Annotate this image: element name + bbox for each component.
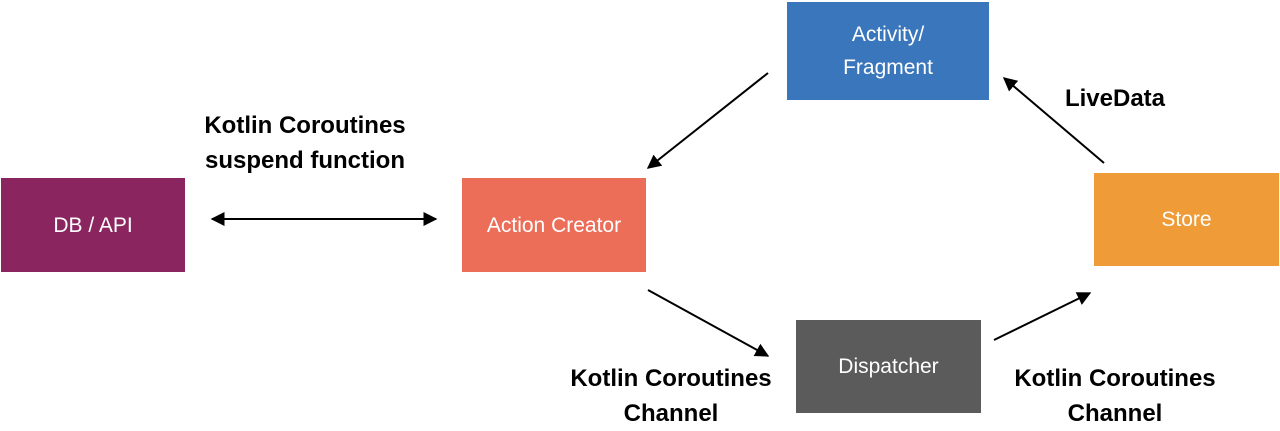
- activity-fragment-node: Activity/ Fragment: [787, 2, 989, 100]
- arrow-dispatcher-to-store: [993, 292, 1092, 341]
- action-creator-node: Action Creator: [462, 178, 646, 272]
- arrow-store-to-activity: [1002, 77, 1105, 164]
- suspend-function-edge-label: Kotlin Coroutines suspend function: [204, 112, 406, 174]
- dispatcher-node: Dispatcher: [796, 320, 981, 413]
- dispatcher-label: Dispatcher: [838, 355, 939, 378]
- store-node: Store: [1094, 173, 1279, 266]
- action-creator-label: Action Creator: [486, 213, 622, 237]
- activity-fragment-label: Activity/ Fragment: [843, 23, 933, 79]
- arrow-activity-to-action: [646, 72, 769, 169]
- store-label: Store: [1161, 208, 1212, 231]
- channel-dispatcher-to-store-label: Kotlin Coroutines Channel: [1014, 365, 1216, 427]
- db-api-node: DB / API: [1, 178, 185, 272]
- livedata-edge-label: LiveData: [1064, 85, 1166, 112]
- db-api-label: DB / API: [53, 213, 133, 237]
- channel-action-to-dispatcher-label: Kotlin Coroutines Channel: [570, 365, 772, 427]
- arrow-action-to-dispatcher: [647, 289, 770, 357]
